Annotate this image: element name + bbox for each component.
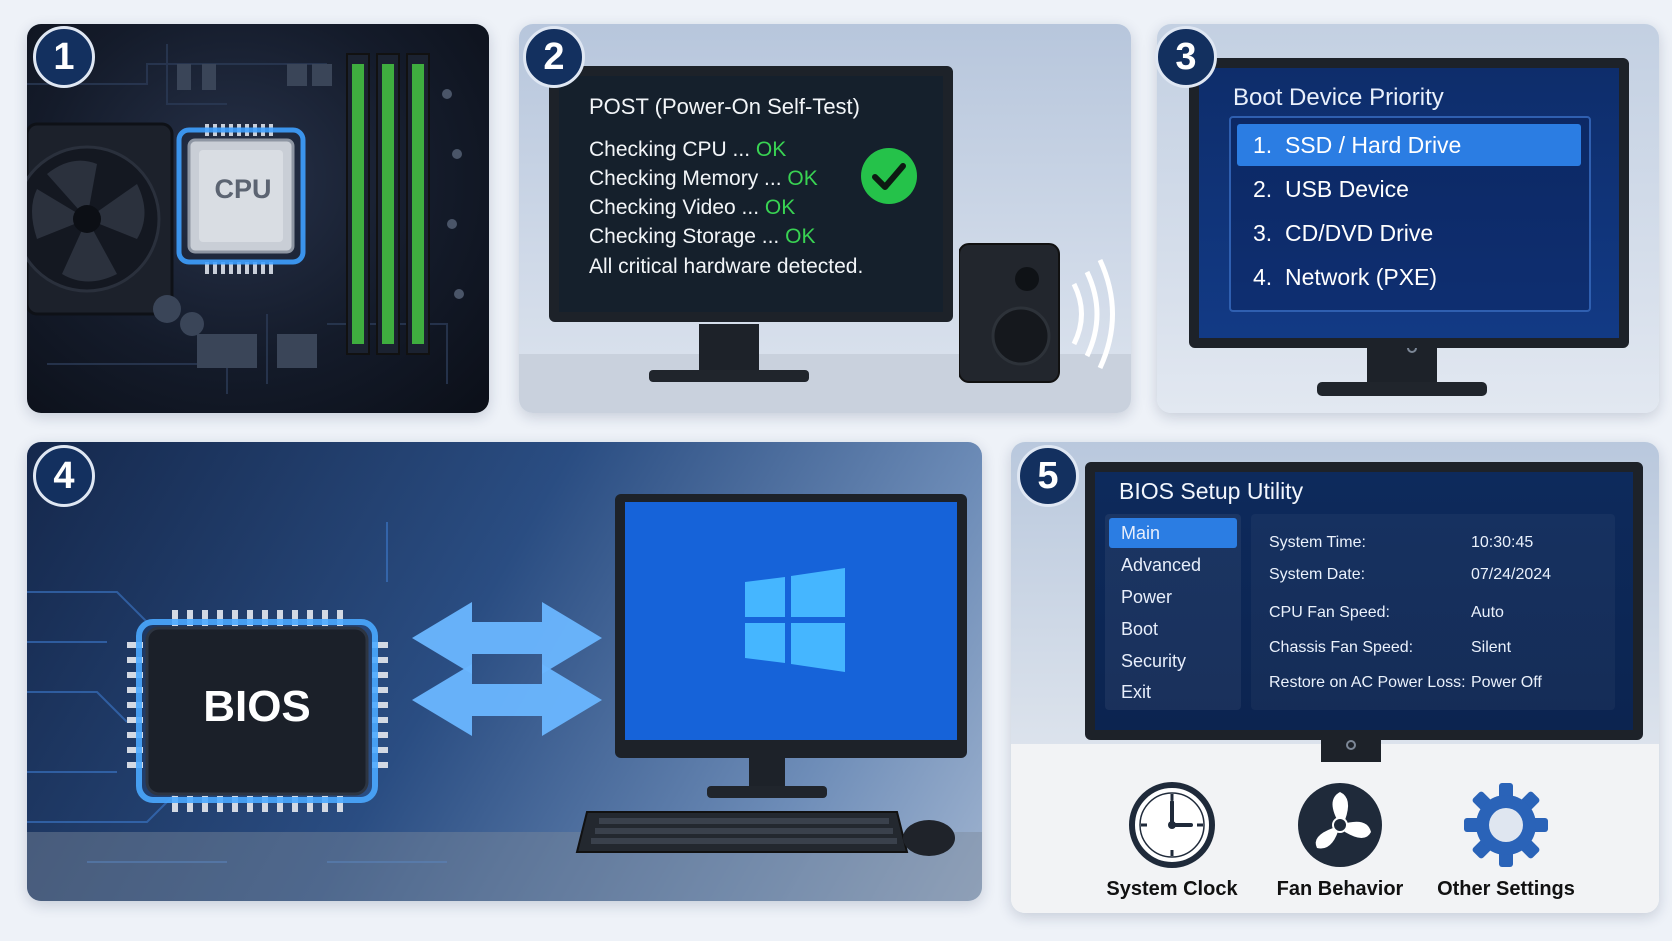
post-check-video: Checking Video ... OK: [589, 196, 795, 220]
icon-label-fan-behavior: Fan Behavior: [1276, 878, 1404, 900]
post-check-cpu: Checking CPU ... OK: [589, 138, 786, 162]
bios-menu-item-power[interactable]: Power: [1121, 587, 1173, 607]
boot-device-label: SSD / Hard Drive: [1284, 132, 1462, 158]
setting-value[interactable]: 07/24/2024: [1471, 566, 1552, 583]
post-check-status: OK: [785, 225, 816, 248]
bios-chip-label: BIOS: [203, 682, 311, 731]
setting-key: CPU Fan Speed:: [1269, 604, 1390, 621]
post-check-label: Checking CPU ...: [589, 138, 756, 161]
post-check-status: OK: [787, 167, 818, 190]
speaker-icon: [959, 243, 1115, 383]
step-badge-2: 2: [523, 26, 585, 88]
boot-device-list: 1. SSD / Hard Drive 2. USB Device 3. CD/…: [1229, 116, 1591, 312]
boot-priority-screen: Boot Device Priority 1. SSD / Hard Drive…: [1189, 58, 1629, 348]
bios-menu-item-advanced[interactable]: Advanced: [1121, 555, 1202, 575]
boot-device-item[interactable]: 1. SSD / Hard Drive: [1237, 124, 1581, 166]
panel-bios-setup: BIOS Setup Utility Main Advanced Power B…: [1011, 442, 1659, 913]
setting-value[interactable]: Silent: [1471, 639, 1512, 656]
checkmark-icon: [861, 148, 917, 204]
boot-device-item[interactable]: 4. Network (PXE): [1237, 256, 1581, 298]
bios-menu-item-boot[interactable]: Boot: [1121, 619, 1159, 639]
boot-priority-title: Boot Device Priority: [1233, 84, 1444, 111]
boot-device-label: USB Device: [1284, 176, 1409, 202]
post-check-label: Checking Memory ...: [589, 167, 788, 190]
bios-setup-title: BIOS Setup Utility: [1119, 478, 1304, 504]
post-check-label: Checking Storage ...: [589, 225, 786, 248]
panel-boot-priority: Boot Device Priority 1. SSD / Hard Drive…: [1157, 24, 1659, 413]
setting-key: System Time:: [1269, 534, 1366, 551]
setting-key: System Date:: [1269, 566, 1366, 583]
boot-device-item[interactable]: 3. CD/DVD Drive: [1237, 212, 1581, 254]
step-badge-4: 4: [33, 445, 95, 507]
bios-menu-item-main[interactable]: Main: [1109, 518, 1237, 548]
post-check-memory: Checking Memory ... OK: [589, 167, 818, 191]
bios-setup-screen: BIOS Setup Utility Main Advanced Power B…: [1085, 462, 1643, 740]
post-check-status: OK: [755, 138, 787, 161]
icon-label-system-clock: System Clock: [1106, 878, 1238, 900]
boot-device-item[interactable]: 2. USB Device: [1237, 168, 1581, 210]
boot-device-label: CD/DVD Drive: [1284, 220, 1434, 246]
panel-motherboard: CPU: [27, 24, 489, 413]
post-summary: All critical hardware detected.: [589, 255, 864, 278]
step-badge-5: 5: [1017, 445, 1079, 507]
boot-device-number: 3.: [1253, 220, 1273, 246]
step-badge-1: 1: [33, 26, 95, 88]
bios-settings-panel: System Time: 10:30:45 System Date: 07/24…: [1251, 514, 1615, 710]
post-check-label: Checking Video ...: [589, 196, 765, 219]
post-title: POST (Power-On Self-Test): [589, 94, 860, 119]
fan-icon: [1298, 783, 1382, 867]
panel-post: POST (Power-On Self-Test) Checking CPU .…: [519, 24, 1131, 413]
panel-bios-os: BIOS: [27, 442, 982, 901]
monitor-stand-illustration: [1317, 342, 1487, 396]
bios-menu-item-exit[interactable]: Exit: [1121, 682, 1152, 702]
boot-device-number: 2.: [1253, 176, 1273, 202]
boot-device-number: 1.: [1253, 132, 1273, 158]
bios-menu-item-security[interactable]: Security: [1121, 651, 1187, 671]
post-check-status: OK: [764, 196, 796, 219]
bios-os-illustration: [27, 494, 982, 901]
post-screen: POST (Power-On Self-Test) Checking CPU .…: [549, 66, 953, 322]
boot-device-number: 4.: [1253, 264, 1273, 290]
setting-key: Restore on AC Power Loss:: [1269, 674, 1466, 691]
motherboard-illustration: [27, 44, 464, 394]
step-badge-3: 3: [1155, 26, 1217, 88]
boot-device-label: Network (PXE): [1284, 264, 1438, 290]
icon-label-other-settings: Other Settings: [1437, 878, 1575, 900]
gear-icon: [1464, 783, 1548, 867]
setting-value[interactable]: Auto: [1471, 604, 1504, 621]
setting-key: Chassis Fan Speed:: [1269, 639, 1414, 656]
post-check-storage: Checking Storage ... OK: [589, 225, 815, 249]
cpu-chip-label: CPU: [214, 174, 272, 204]
clock-icon: [1129, 782, 1215, 868]
bios-menu: Main Advanced Power Boot Security Exit: [1105, 514, 1241, 710]
setting-value[interactable]: 10:30:45: [1471, 534, 1534, 551]
setting-value[interactable]: Power Off: [1471, 674, 1542, 691]
